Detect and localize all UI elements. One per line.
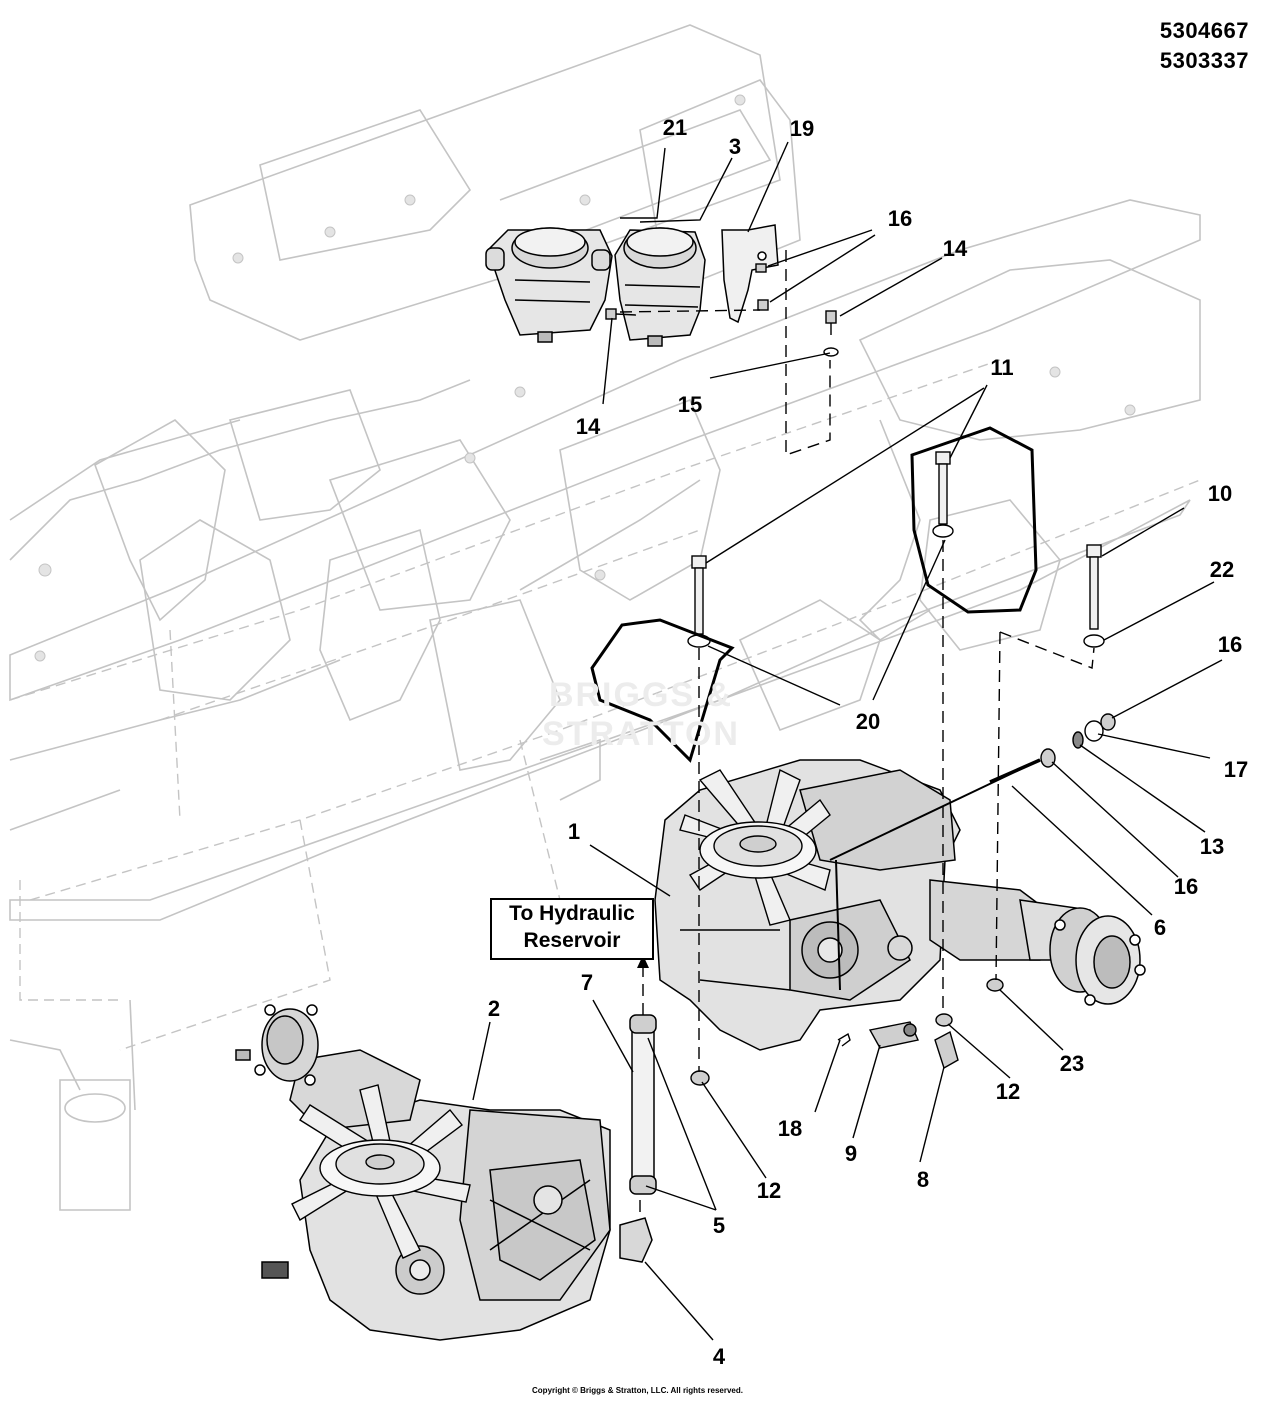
callout-19: 19 bbox=[789, 116, 815, 141]
transaxle-right bbox=[654, 759, 1146, 1051]
callout-12: 12 bbox=[995, 1079, 1021, 1104]
right-transaxle-hardware bbox=[690, 713, 1116, 1086]
callout-14: 14 bbox=[575, 414, 601, 439]
callout-17: 17 bbox=[1223, 757, 1249, 782]
hydraulic-hose bbox=[619, 1014, 657, 1263]
transaxle-left bbox=[235, 1004, 611, 1341]
frame-hidden-lines bbox=[9, 359, 1201, 1051]
control-rod bbox=[829, 758, 1041, 991]
model-number-2: 5303337 bbox=[1159, 48, 1249, 73]
callout-16: 16 bbox=[1217, 632, 1243, 657]
note-line-1: To Hydraulic bbox=[509, 902, 635, 925]
cooling-fan-left bbox=[291, 1084, 471, 1259]
mower-frame bbox=[9, 24, 1201, 1211]
callout-4: 4 bbox=[712, 1344, 726, 1369]
callout-11: 11 bbox=[990, 355, 1014, 380]
leader-lines bbox=[472, 141, 1223, 1341]
arrowhead-up bbox=[637, 955, 649, 968]
callout-14: 14 bbox=[942, 236, 968, 261]
callout-7: 7 bbox=[580, 970, 594, 995]
brand-watermark: BRIGGS & STRATTON bbox=[542, 676, 740, 753]
callout-1: 1 bbox=[567, 819, 581, 844]
callout-15: 15 bbox=[677, 392, 703, 417]
note-line-2: Reservoir bbox=[523, 929, 621, 952]
copyright-notice: Copyright © Briggs & Stratton, LLC. All … bbox=[532, 1386, 743, 1395]
cooling-fan-right bbox=[679, 768, 831, 926]
callout-2: 2 bbox=[487, 996, 501, 1021]
model-number-1: 5304667 bbox=[1159, 18, 1249, 43]
callout-9: 9 bbox=[844, 1141, 858, 1166]
frame-holes bbox=[34, 94, 1136, 662]
outline-shapes bbox=[590, 426, 1038, 763]
callout-18: 18 bbox=[777, 1116, 803, 1141]
reservoir-bracket bbox=[721, 224, 779, 324]
callout-21: 21 bbox=[662, 115, 688, 140]
callout-16: 16 bbox=[1173, 874, 1199, 899]
alignment-lines bbox=[619, 250, 1095, 1220]
callout-20: 20 bbox=[855, 709, 881, 734]
callout-5: 5 bbox=[712, 1213, 726, 1238]
transaxle-bolts bbox=[687, 451, 1105, 648]
callout-8: 8 bbox=[916, 1167, 930, 1192]
bracket-hardware bbox=[605, 263, 839, 357]
hydraulic-reservoir-right bbox=[614, 227, 706, 347]
callout-16: 16 bbox=[887, 206, 913, 231]
callout-13: 13 bbox=[1199, 834, 1225, 859]
hydraulic-reservoir-note: To Hydraulic Reservoir bbox=[490, 898, 654, 960]
callout-10: 10 bbox=[1207, 481, 1233, 506]
callout-22: 22 bbox=[1209, 557, 1235, 582]
callout-12: 12 bbox=[756, 1178, 782, 1203]
hydraulic-reservoir-left bbox=[485, 227, 613, 343]
callout-23: 23 bbox=[1059, 1051, 1085, 1076]
callout-3: 3 bbox=[728, 134, 742, 159]
callout-6: 6 bbox=[1153, 915, 1167, 940]
